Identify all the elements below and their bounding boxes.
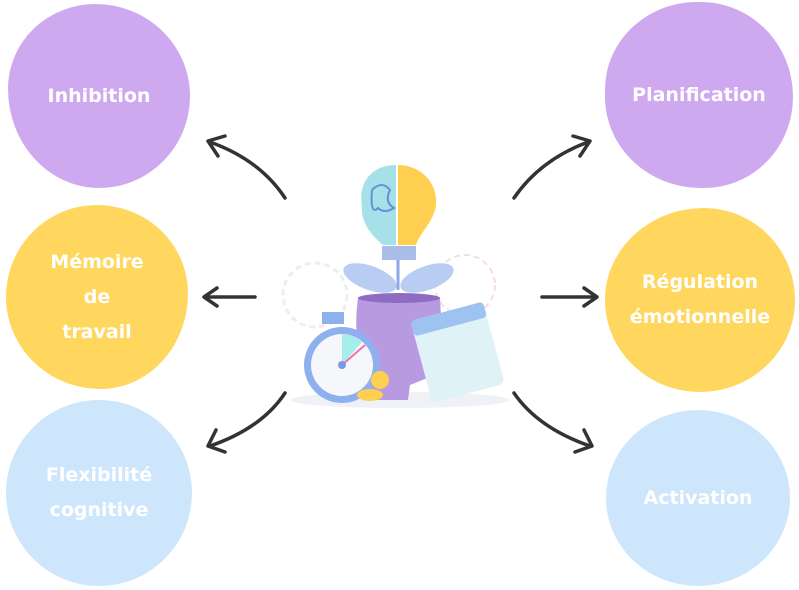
node-label: émotionnelle: [629, 306, 771, 328]
node-label: Régulation: [641, 271, 759, 293]
arrow-to-inhibition: [206, 134, 287, 200]
brain-icon: [361, 165, 396, 245]
arrow-to-regulation: [540, 286, 599, 308]
calendar-icon: [411, 302, 504, 402]
arrow-to-planification: [512, 134, 592, 200]
coins-icon: [357, 371, 389, 401]
arrow-to-flexibilite: [206, 391, 287, 454]
node-label: Inhibition: [47, 84, 151, 107]
arrow-to-activation: [512, 391, 594, 454]
node-label: Activation: [643, 486, 753, 509]
node-label: cognitive: [49, 499, 149, 521]
center-illustration: [281, 165, 510, 408]
node-label: travail: [62, 320, 132, 343]
stopwatch-icon: [304, 312, 380, 403]
node-flexibilite-cognitive: Flexibilité cognitive: [6, 400, 192, 586]
node-activation: Activation: [606, 410, 790, 586]
node-inhibition: Inhibition: [8, 4, 190, 188]
node-regulation-emotionnelle: Régulation émotionnelle: [605, 208, 795, 392]
node-planification: Planification: [605, 2, 793, 188]
node-label: Flexibilité: [45, 464, 153, 486]
gear-icon: [281, 261, 349, 329]
node-memoire-de-travail: Mémoire de travail: [6, 205, 188, 389]
node-label: de: [83, 285, 111, 308]
node-label: Mémoire: [50, 250, 144, 273]
node-label: Planification: [632, 83, 766, 106]
plant-icon: [343, 260, 454, 293]
lightbulb-icon: [382, 165, 437, 260]
arrow-to-memoire: [202, 286, 257, 308]
